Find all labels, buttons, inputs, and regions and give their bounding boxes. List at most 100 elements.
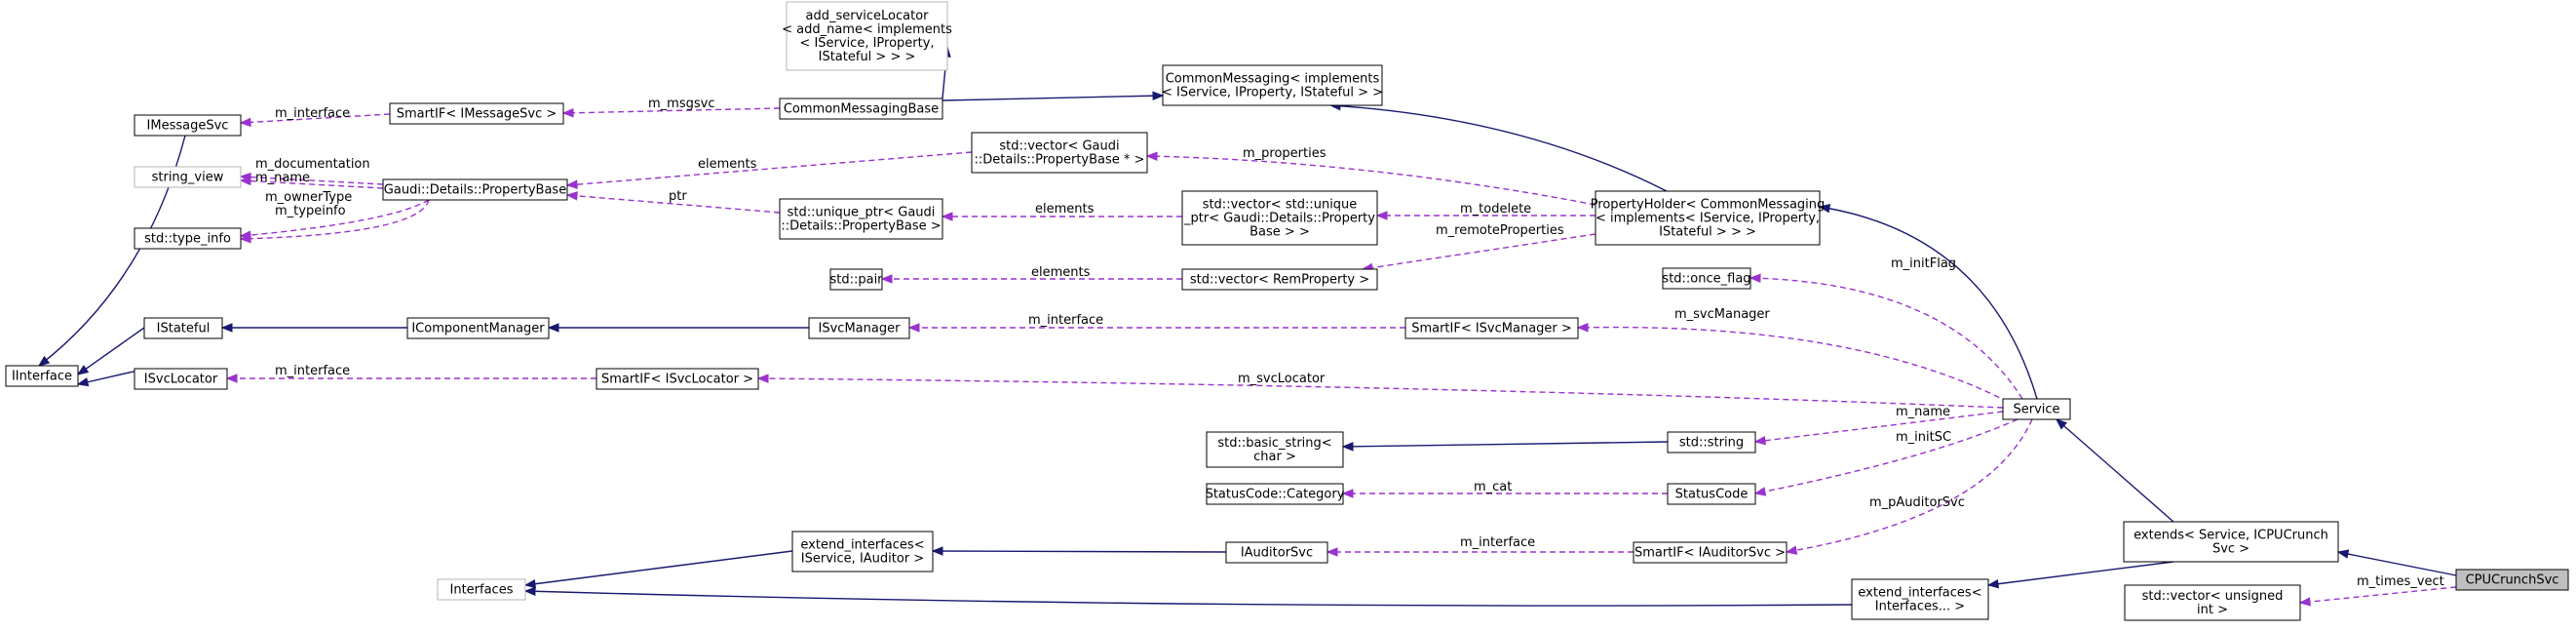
class-node-add_serviceLocator[interactable]: add_serviceLocator< add_name< implements… — [782, 1, 952, 71]
class-node-label: SmartIF< ISvcManager > — [1411, 322, 1572, 336]
class-node-extend_interfaces_generic[interactable]: extend_interfaces<Interfaces... > — [1851, 578, 1989, 620]
edge-label: m_typeinfo — [275, 204, 346, 218]
class-node-IInterface[interactable]: IInterface — [5, 365, 79, 387]
class-node-label: SmartIF< ISvcLocator > — [601, 373, 753, 387]
class-node-IComponentManager[interactable]: IComponentManager — [406, 317, 550, 339]
class-node-CPUCrunchSvc[interactable]: CPUCrunchSvc — [2455, 569, 2569, 591]
class-node-IStateful[interactable]: IStateful — [143, 317, 223, 339]
class-node-label: SmartIF< IAuditorSvc > — [1634, 546, 1786, 561]
class-node-PropertyBase[interactable]: Gaudi::Details::PropertyBase — [382, 178, 568, 201]
usage-edge-Service-to-once_flag: m_initFlag — [1749, 256, 2023, 400]
class-node-label: < implements< IService, IProperty, — [1596, 212, 1820, 226]
edge-label: elements — [1035, 202, 1095, 217]
class-node-SmartIF_IAuditorSvc[interactable]: SmartIF< IAuditorSvc > — [1633, 541, 1788, 564]
edge-label: m_svcManager — [1674, 307, 1770, 322]
class-node-label: std::type_info — [144, 232, 231, 247]
class-node-SmartIF_ISvcManager[interactable]: SmartIF< ISvcManager > — [1404, 317, 1579, 339]
usage-edge-vector_PropertyBase-to-PropertyBase: elements — [565, 151, 973, 189]
class-node-label: std::vector< Gaudi — [999, 139, 1119, 154]
inheritance-edge-ISvcManager-to-IComponentManager — [547, 323, 809, 333]
inheritance-edge-extend_interfaces_IAuditor-to-Interfaces — [523, 550, 793, 589]
class-node-label: std::vector< unsigned — [2142, 589, 2284, 604]
class-node-label: PropertyHolder< CommonMessaging — [1591, 198, 1826, 213]
usage-edge-SmartIF_ISvcLocator-to-ISvcLocator: m_interface — [225, 364, 596, 383]
class-node-label: < add_name< implements — [782, 22, 952, 37]
class-node-label: IStateful > > > — [1659, 225, 1756, 240]
class-node-CommonMessagingBase[interactable]: CommonMessagingBase — [779, 98, 943, 120]
inheritance-edge-extends-to-extend_interfaces_generic — [1986, 561, 2174, 589]
class-node-once_flag[interactable]: std::once_flag — [1662, 267, 1751, 290]
class-node-vector_RemProperty[interactable]: std::vector< RemProperty > — [1181, 268, 1378, 291]
class-node-label: IStateful — [157, 322, 211, 336]
usage-edge-Service-to-SmartIF_ISvcManager: m_svcManager — [1576, 307, 2009, 403]
class-node-ISvcLocator[interactable]: ISvcLocator — [134, 368, 228, 390]
usage-edge-SmartIF_IMessageSvc-to-IMessageSvc: m_interface — [239, 106, 391, 128]
class-node-label: std::string — [1679, 436, 1744, 451]
usage-edge-SmartIF_ISvcManager-to-ISvcManager: m_interface — [907, 313, 1405, 333]
class-node-label: Base > > — [1250, 225, 1310, 240]
class-node-StatusCode[interactable]: StatusCode — [1667, 483, 1756, 505]
edge-label: m_name — [1896, 405, 1950, 419]
class-node-label: ISvcManager — [819, 322, 902, 336]
class-node-label: ISvcLocator — [144, 373, 218, 387]
class-node-label: Interfaces — [450, 583, 514, 598]
class-node-label: ::Details::PropertyBase > — [781, 219, 941, 234]
usage-edge-Service-to-StatusCode: m_initSC — [1753, 418, 2019, 496]
edge-label: m_interface — [275, 364, 350, 378]
class-node-label: ::Details::PropertyBase * > — [975, 153, 1145, 168]
class-node-IMessageSvc[interactable]: IMessageSvc — [134, 114, 242, 137]
class-node-label: extends< Service, ICPUCrunch — [2134, 529, 2328, 543]
usage-edge-PropertyBase-to-type_info: m_typeinfo — [239, 199, 430, 244]
edge-label: m_times_vect — [2357, 574, 2444, 589]
class-node-label: std::vector< RemProperty > — [1190, 273, 1369, 288]
edge-label: m_todelete — [1460, 202, 1531, 217]
class-node-unique_ptr[interactable]: std::unique_ptr< Gaudi::Details::Propert… — [779, 198, 943, 240]
edge-label: m_remoteProperties — [1436, 223, 1564, 238]
class-node-StatusCode_Category[interactable]: StatusCode::Category — [1206, 483, 1345, 505]
class-node-basic_string[interactable]: std::basic_string<char > — [1206, 431, 1344, 468]
edge-label: m_ownerType — [265, 190, 352, 205]
class-node-IAuditorSvc[interactable]: IAuditorSvc — [1225, 541, 1328, 564]
usage-edge-vector_unique_ptr-to-unique_ptr: elements — [941, 202, 1182, 221]
class-node-string_view[interactable]: string_view — [134, 166, 242, 188]
class-node-label: std::once_flag — [1662, 272, 1750, 287]
inheritance-edge-extends-to-Service — [2055, 418, 2174, 523]
class-node-Interfaces[interactable]: Interfaces — [437, 578, 526, 601]
usage-edge-Service-to-std_string: m_name — [1753, 405, 2004, 446]
class-node-label: SmartIF< IMessageSvc > — [397, 107, 557, 122]
class-node-label: CommonMessaging< implements — [1166, 72, 1380, 87]
class-node-label: std::pair — [829, 273, 883, 288]
class-node-label: IComponentManager — [411, 322, 545, 336]
usage-edge-PropertyHolder-to-vector_PropertyBase: m_properties — [1145, 146, 1596, 206]
class-node-label: _ptr< Gaudi::Details::Property — [1183, 212, 1375, 226]
class-node-label: extend_interfaces< — [1858, 586, 1981, 601]
class-node-vector_PropertyBase[interactable]: std::vector< Gaudi::Details::PropertyBas… — [971, 132, 1148, 174]
class-node-label: std::vector< std::unique — [1203, 198, 1358, 213]
class-node-label: IService, IAuditor > — [801, 552, 924, 567]
class-node-vector_unique_ptr[interactable]: std::vector< std::unique_ptr< Gaudi::Det… — [1181, 190, 1378, 246]
class-node-ISvcManager[interactable]: ISvcManager — [808, 317, 910, 339]
usage-edge-CPUCrunchSvc-to-vector_unsigned: m_times_vect — [2298, 574, 2457, 607]
class-node-SmartIF_IMessageSvc[interactable]: SmartIF< IMessageSvc > — [389, 102, 564, 125]
class-node-label: Svc > — [2212, 542, 2249, 557]
usage-edge-PropertyHolder-to-vector_RemProperty: m_remoteProperties — [1361, 223, 1596, 273]
usage-edge-vector_RemProperty-to-std_pair: elements — [880, 265, 1182, 284]
class-node-extend_interfaces_IAuditor[interactable]: extend_interfaces<IService, IAuditor > — [791, 531, 934, 572]
class-node-label: add_serviceLocator — [805, 9, 929, 23]
usage-edge-PropertyHolder-to-vector_unique_ptr: m_todelete — [1375, 202, 1596, 220]
class-node-label: std::basic_string< — [1217, 436, 1331, 451]
usage-edge-Service-to-SmartIF_ISvcLocator: m_svcLocator — [756, 372, 2004, 409]
class-node-label: CPUCrunchSvc — [2466, 573, 2559, 588]
class-node-std_pair[interactable]: std::pair — [829, 268, 883, 291]
class-node-type_info[interactable]: std::type_info — [134, 227, 242, 250]
class-node-std_string[interactable]: std::string — [1667, 431, 1756, 454]
class-node-label: std::unique_ptr< Gaudi — [788, 206, 936, 220]
class-node-CommonMessaging[interactable]: CommonMessaging< implements< IService, I… — [1162, 64, 1383, 106]
class-node-SmartIF_ISvcLocator[interactable]: SmartIF< ISvcLocator > — [596, 368, 759, 390]
class-node-PropertyHolder[interactable]: PropertyHolder< CommonMessaging< impleme… — [1591, 190, 1826, 246]
class-node-Service[interactable]: Service — [2002, 398, 2071, 420]
class-node-label: StatusCode — [1675, 488, 1749, 502]
usage-edge-SmartIF_IAuditorSvc-to-IAuditorSvc: m_interface — [1326, 535, 1634, 557]
